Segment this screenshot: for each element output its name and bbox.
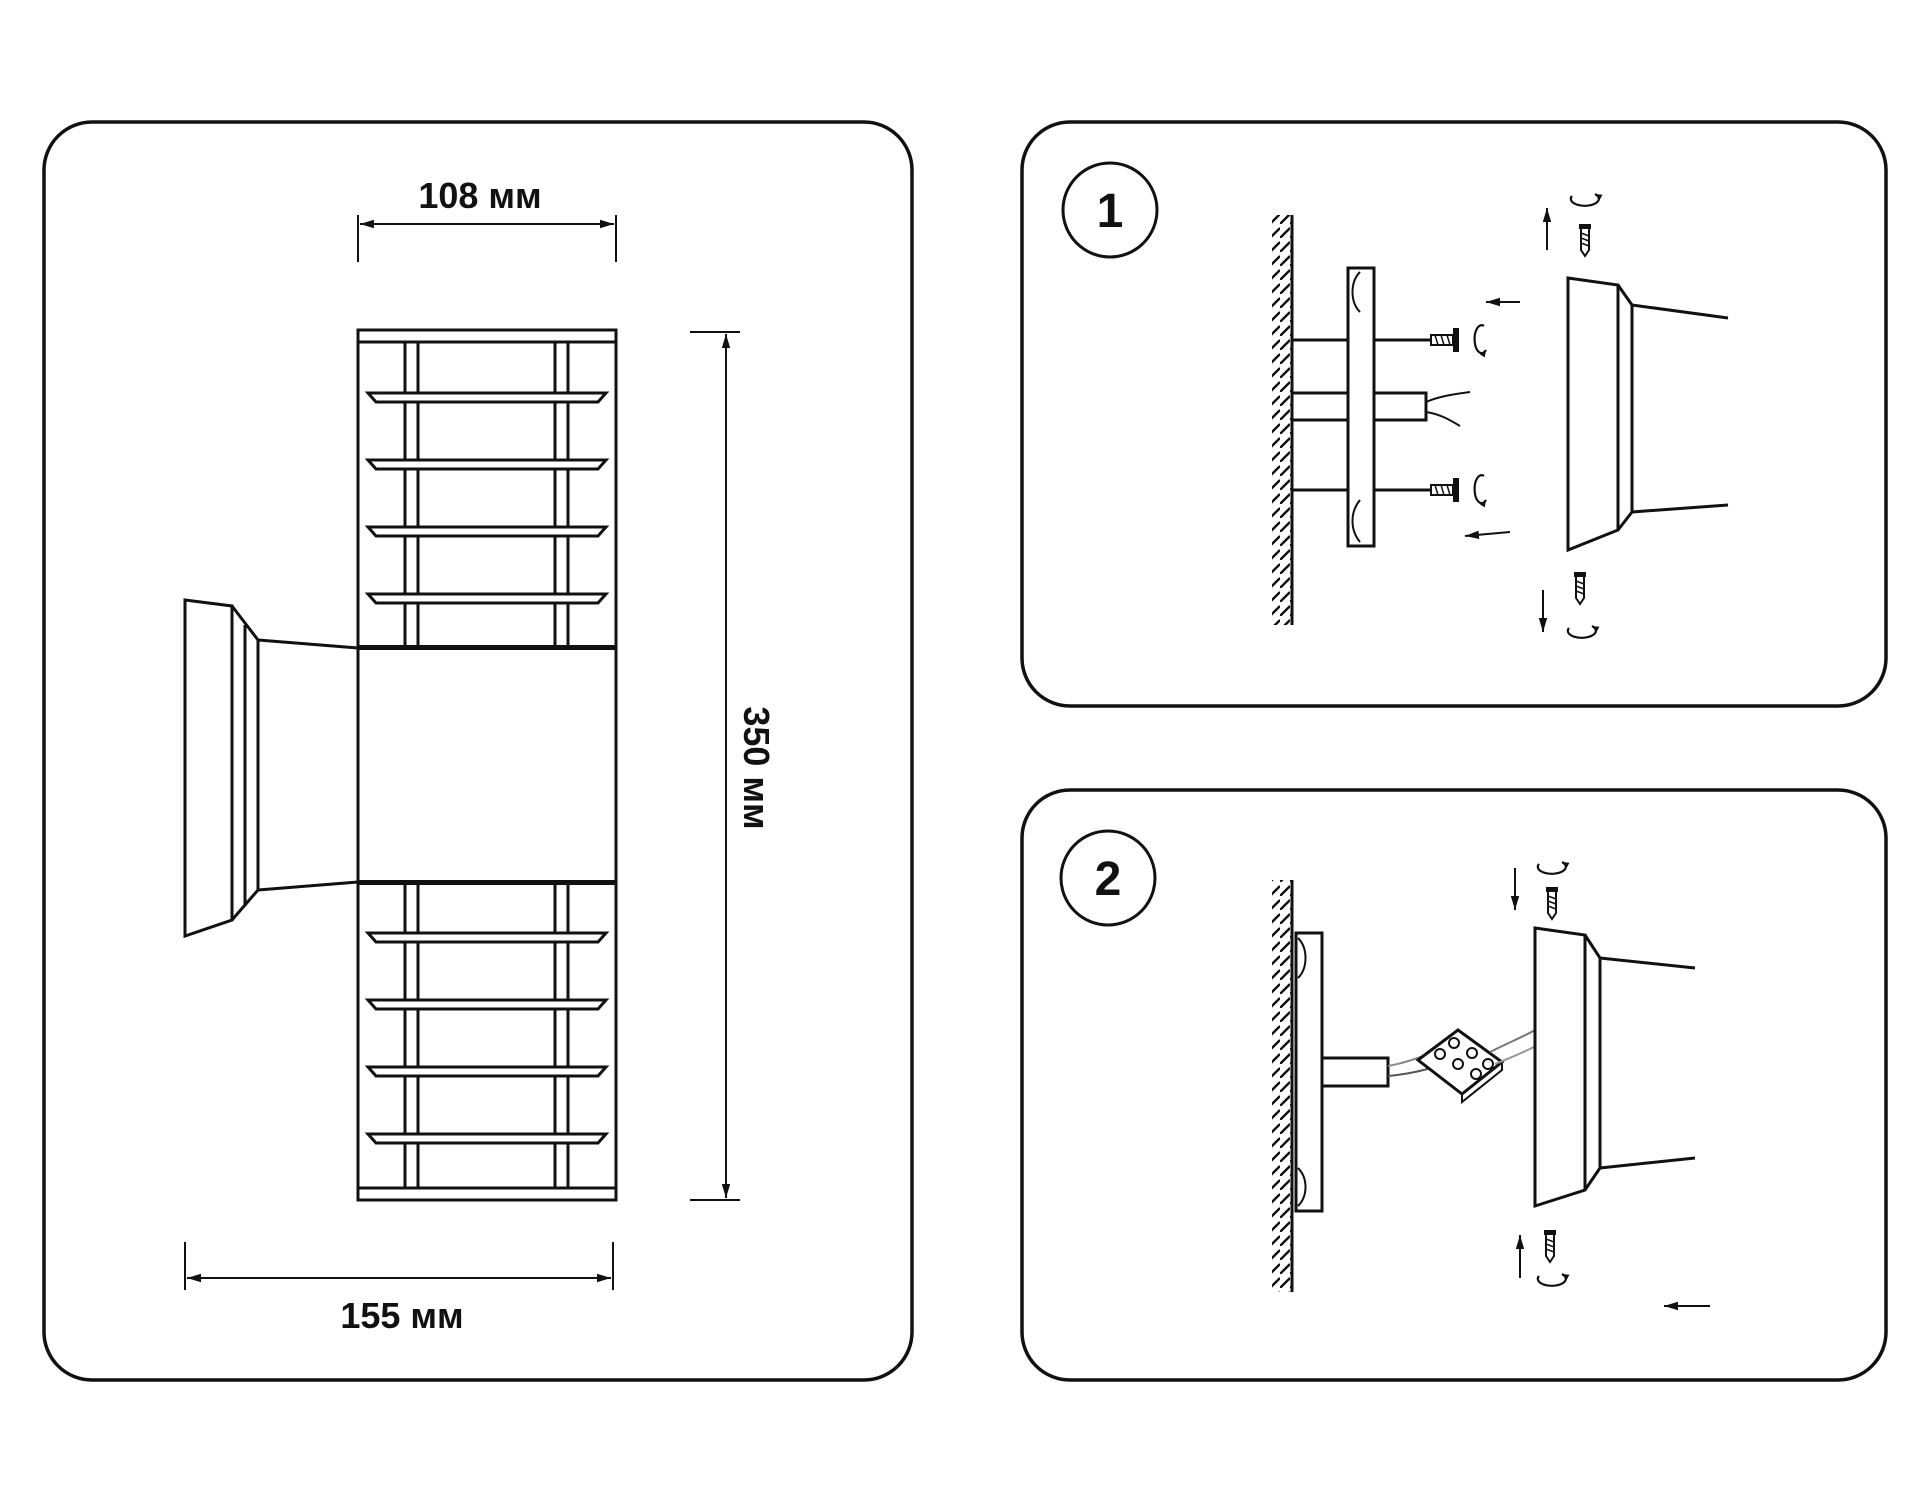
dimensions-panel: 108 мм 350 мм 155 мм (42, 120, 914, 1382)
wall (1272, 880, 1294, 1292)
height-label: 350 мм (736, 706, 777, 829)
mounting-plate (1294, 931, 1390, 1213)
bottom-width-label: 155 мм (340, 1295, 463, 1336)
mounting-plate (1290, 266, 1471, 548)
dimension-height: 350 мм (690, 331, 777, 1201)
lamp-screw-top (1542, 194, 1599, 257)
lamp-front-view (183, 328, 618, 1202)
lamp-screw-top (1510, 862, 1566, 920)
top-width-label: 108 мм (418, 175, 541, 216)
lamp-screw-bottom (1538, 571, 1596, 638)
panel-frame (1020, 120, 1888, 708)
wall (1272, 215, 1294, 625)
dimension-bottom-width: 155 мм (184, 1242, 614, 1336)
step-1-number: 1 (1097, 185, 1124, 238)
step-1-panel: 1 (1020, 120, 1888, 708)
lamp-base-side-view (1566, 276, 1729, 553)
arrow-left-icon (1464, 530, 1511, 539)
step-1-badge (1061, 161, 1159, 259)
dimension-top-width: 108 мм (357, 175, 617, 262)
step-2-badge (1059, 829, 1157, 927)
step-2-number: 2 (1095, 853, 1122, 906)
lamp-screw-bottom (1515, 1229, 1566, 1286)
lamp-base-side-view (1533, 926, 1696, 1209)
terminal-block (1387, 1028, 1539, 1105)
step-2-panel: 2 (1020, 788, 1888, 1382)
panel-frame (42, 120, 914, 1382)
